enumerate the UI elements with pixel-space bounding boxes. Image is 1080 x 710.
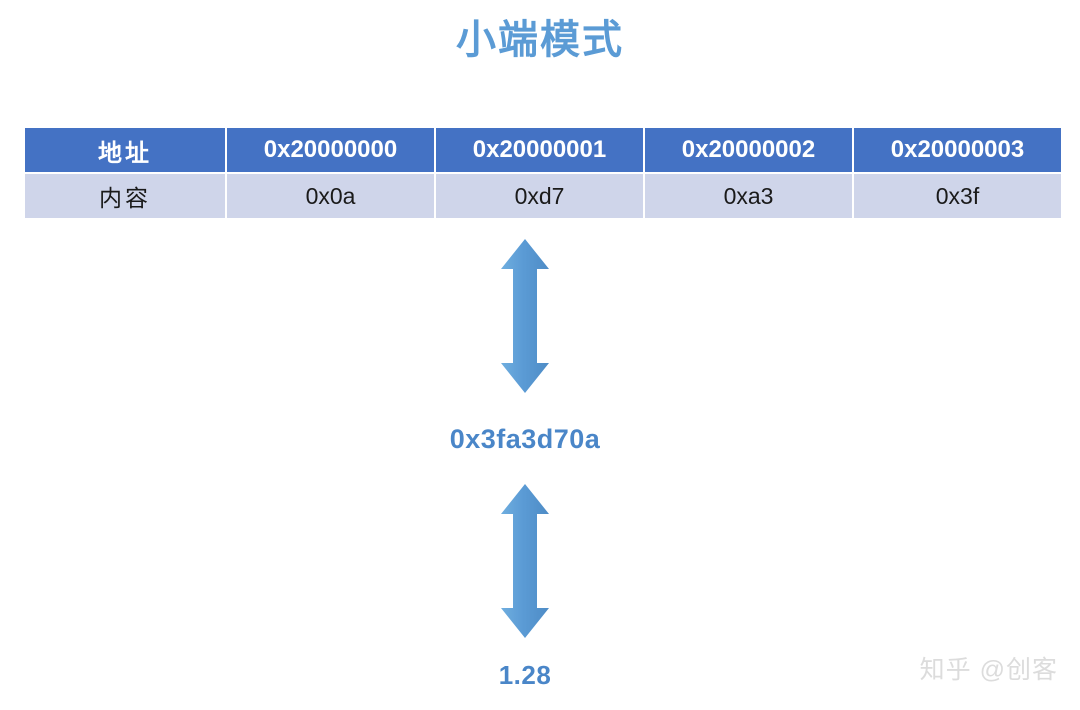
content-cell-1: 0xd7 — [436, 174, 645, 218]
float-value-label: 1.28 — [498, 660, 552, 690]
hex-value-label: 0x3fa3d70a — [449, 424, 601, 454]
memory-layout-table: 地址 0x20000000 0x20000001 0x20000002 0x20… — [25, 128, 1061, 218]
content-cell-3: 0x3f — [854, 174, 1061, 218]
row-header-address: 地址 — [25, 128, 227, 174]
double-headed-vertical-arrow-icon-bottom — [480, 482, 570, 640]
address-cell-0: 0x20000000 — [227, 128, 436, 174]
content-cell-0: 0x0a — [227, 174, 436, 218]
row-header-content: 内容 — [25, 174, 227, 218]
content-cell-2: 0xa3 — [645, 174, 854, 218]
address-cell-3: 0x20000003 — [854, 128, 1061, 174]
double-headed-vertical-arrow-icon-top — [480, 237, 570, 395]
table-row-address: 地址 0x20000000 0x20000001 0x20000002 0x20… — [25, 128, 1061, 174]
watermark: 知乎 @创客 — [919, 656, 1058, 684]
address-cell-2: 0x20000002 — [645, 128, 854, 174]
address-cell-1: 0x20000001 — [436, 128, 645, 174]
table-row-content: 内容 0x0a 0xd7 0xa3 0x3f — [25, 174, 1061, 218]
page-title: 小端模式 — [456, 18, 624, 62]
